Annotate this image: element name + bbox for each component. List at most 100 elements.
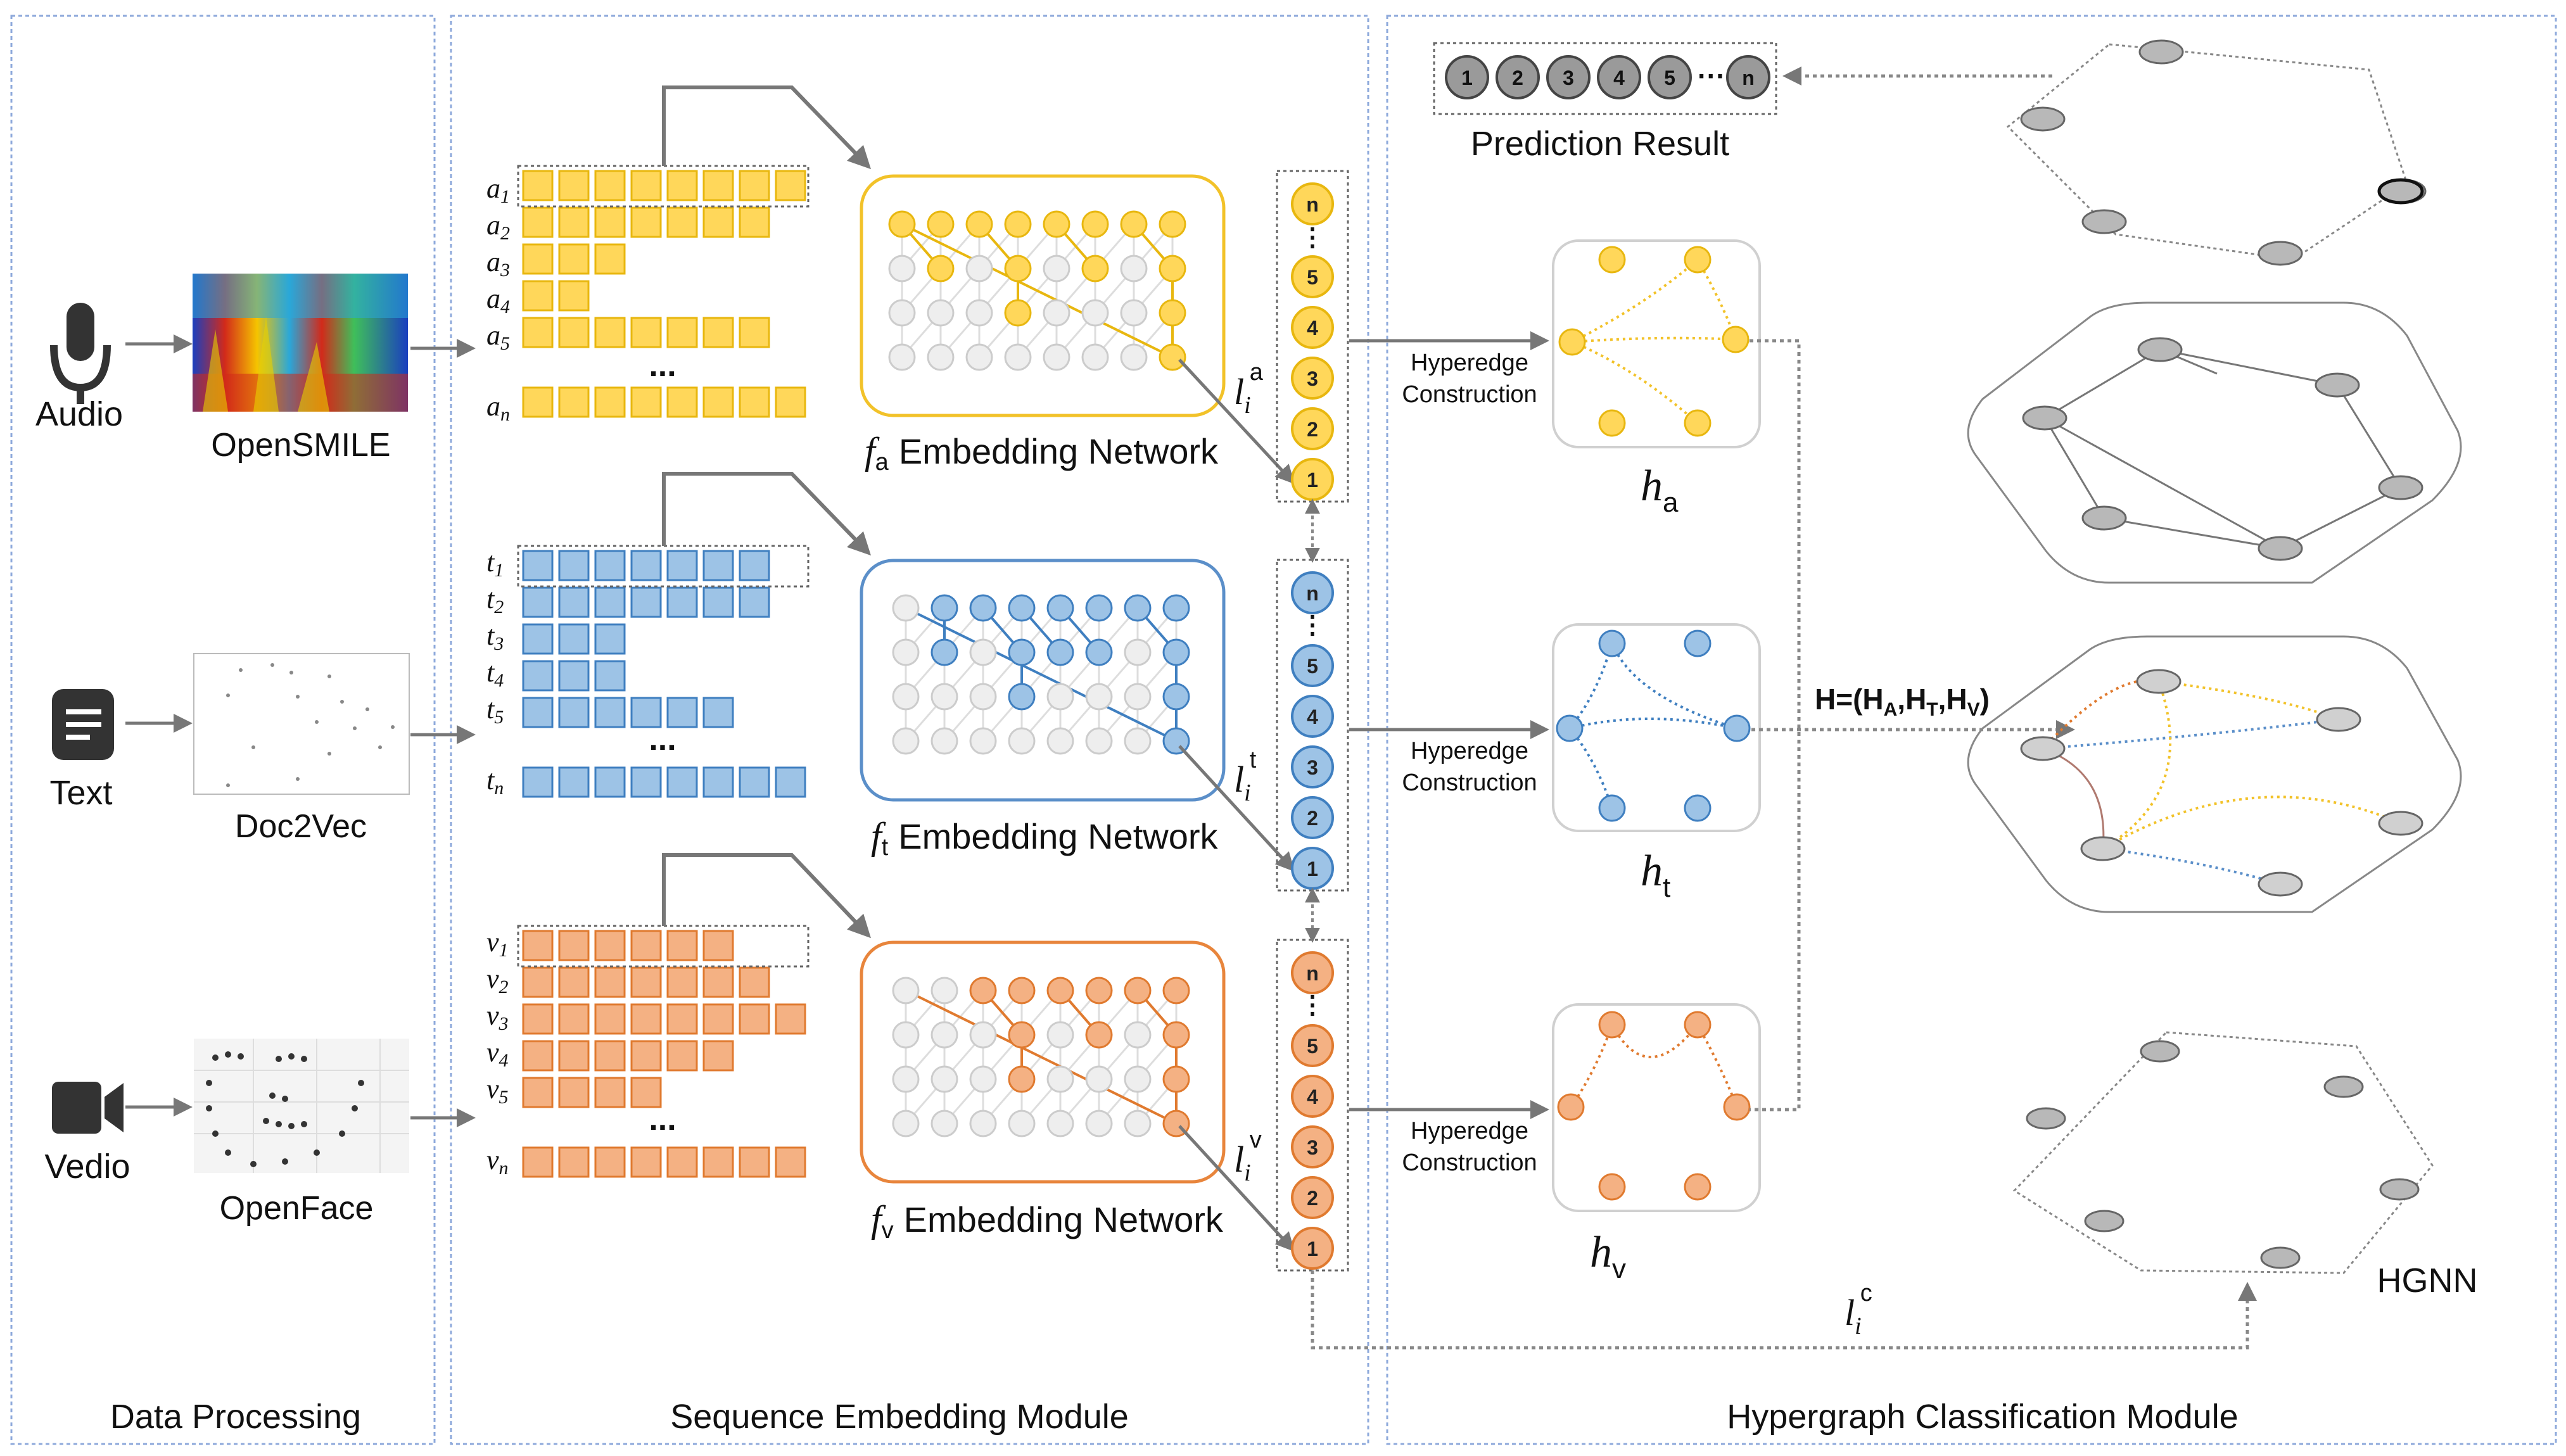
network-node-text <box>892 727 920 755</box>
svg-text:n: n <box>1306 582 1319 605</box>
network-node-audio <box>1120 343 1148 371</box>
sequence-block-audio <box>739 317 770 348</box>
network-graph-audio <box>888 210 1186 371</box>
sequence-block-text <box>522 623 554 655</box>
output-node-video: 5 <box>1291 1024 1334 1067</box>
sequence-block-video <box>702 1040 734 1072</box>
network-node-audio <box>888 255 916 282</box>
output-node-audio: n <box>1291 182 1334 225</box>
svg-text:3: 3 <box>1307 367 1318 390</box>
sequence-block-audio <box>522 206 554 238</box>
network-node-audio <box>888 210 916 238</box>
sequence-block-video <box>775 1003 806 1035</box>
sequence-grid-video <box>522 930 806 1178</box>
sequence-block-audio <box>558 280 590 312</box>
network-node-video <box>1008 977 1036 1004</box>
network-node-text <box>1046 594 1074 622</box>
network-node-audio <box>927 210 955 238</box>
sequence-block-text <box>666 697 698 728</box>
sequence-block-audio <box>594 386 626 418</box>
output-node-text: 1 <box>1291 847 1334 890</box>
network-node-video <box>1085 1021 1113 1049</box>
sequence-block-text <box>702 550 734 581</box>
sequence-block-text <box>666 550 698 581</box>
sequence-block-video <box>522 1146 554 1178</box>
label-l-combined: lic <box>1845 1280 1872 1339</box>
svg-text:3: 3 <box>1307 1136 1318 1159</box>
output-nodes-text: n 5 4 3 2 1 <box>1291 571 1334 890</box>
network-node-audio <box>1120 299 1148 327</box>
row-highlight-video <box>517 925 810 968</box>
sequence-block-video <box>630 930 662 961</box>
prediction-node: 5 <box>1648 55 1692 99</box>
prediction-result-box <box>1433 42 1777 115</box>
network-node-video <box>1085 1110 1113 1137</box>
network-node-text <box>930 638 958 666</box>
network-node-text <box>969 727 997 755</box>
output-node-text: n <box>1291 571 1334 614</box>
sequence-block-text <box>522 660 554 692</box>
sequence-block-audio <box>666 317 698 348</box>
h-label-video: hv <box>1590 1228 1626 1284</box>
h-label-text: ht <box>1641 847 1670 903</box>
sequence-block-video <box>630 1003 662 1035</box>
svg-text:3: 3 <box>1563 66 1574 89</box>
sequence-block-text <box>630 586 662 618</box>
svg-text:2: 2 <box>1307 807 1318 830</box>
label-l-audio: lia <box>1234 359 1264 419</box>
network-node-audio <box>1159 343 1186 371</box>
hyperedge-arrows <box>1349 331 1549 1119</box>
network-node-video <box>930 1065 958 1093</box>
hyperedge-label-text-1: Hyperedge <box>1411 738 1528 764</box>
sequence-block-text <box>630 697 662 728</box>
network-node-text <box>1008 727 1036 755</box>
sequence-block-text <box>666 766 698 798</box>
hgnn-layer-hypergraph <box>1967 635 2462 913</box>
network-node-audio <box>965 255 993 282</box>
network-node-video <box>892 1065 920 1093</box>
network-node-video <box>969 977 997 1004</box>
sequence-block-audio <box>594 317 626 348</box>
network-node-audio <box>1081 299 1109 327</box>
network-node-video <box>969 1065 997 1093</box>
hypergraph-card-video <box>1552 1003 1761 1212</box>
network-node-video <box>1124 1110 1152 1137</box>
output-node-audio: 2 <box>1291 407 1334 450</box>
svg-text:2: 2 <box>1307 1187 1318 1210</box>
sequence-block-text <box>558 550 590 581</box>
output-node-text: 4 <box>1291 695 1334 738</box>
svg-text:3: 3 <box>1307 756 1318 779</box>
sequence-block-audio <box>666 206 698 238</box>
sequence-block-audio <box>702 317 734 348</box>
sequence-block-video <box>522 1003 554 1035</box>
svg-text:a3: a3 <box>486 246 510 281</box>
sequence-block-audio <box>702 170 734 201</box>
svg-text:v1: v1 <box>486 927 509 961</box>
sequence-block-audio <box>558 317 590 348</box>
sequence-block-video <box>594 930 626 961</box>
ellipsis-video: ... <box>649 1101 676 1137</box>
svg-text:5: 5 <box>1307 655 1318 678</box>
ellipsis-audio: ... <box>649 347 676 384</box>
sequence-block-audio <box>702 206 734 238</box>
network-node-video <box>1008 1021 1036 1049</box>
sequence-block-audio <box>630 386 662 418</box>
sequence-labels-audio: a1 a2 a3 a4 a5 an <box>486 173 510 425</box>
svg-text:t4: t4 <box>486 657 504 691</box>
network-node-text <box>969 683 997 711</box>
svg-text:a5: a5 <box>486 320 510 354</box>
spectrogram-image <box>193 274 408 412</box>
network-node-video <box>930 1021 958 1049</box>
network-node-audio <box>927 255 955 282</box>
network-node-audio <box>1120 210 1148 238</box>
sequence-block-text <box>594 660 626 692</box>
network-node-video <box>930 977 958 1004</box>
svg-text:a2: a2 <box>486 210 510 244</box>
sequence-block-video <box>522 1077 554 1108</box>
network-node-audio <box>1159 299 1186 327</box>
